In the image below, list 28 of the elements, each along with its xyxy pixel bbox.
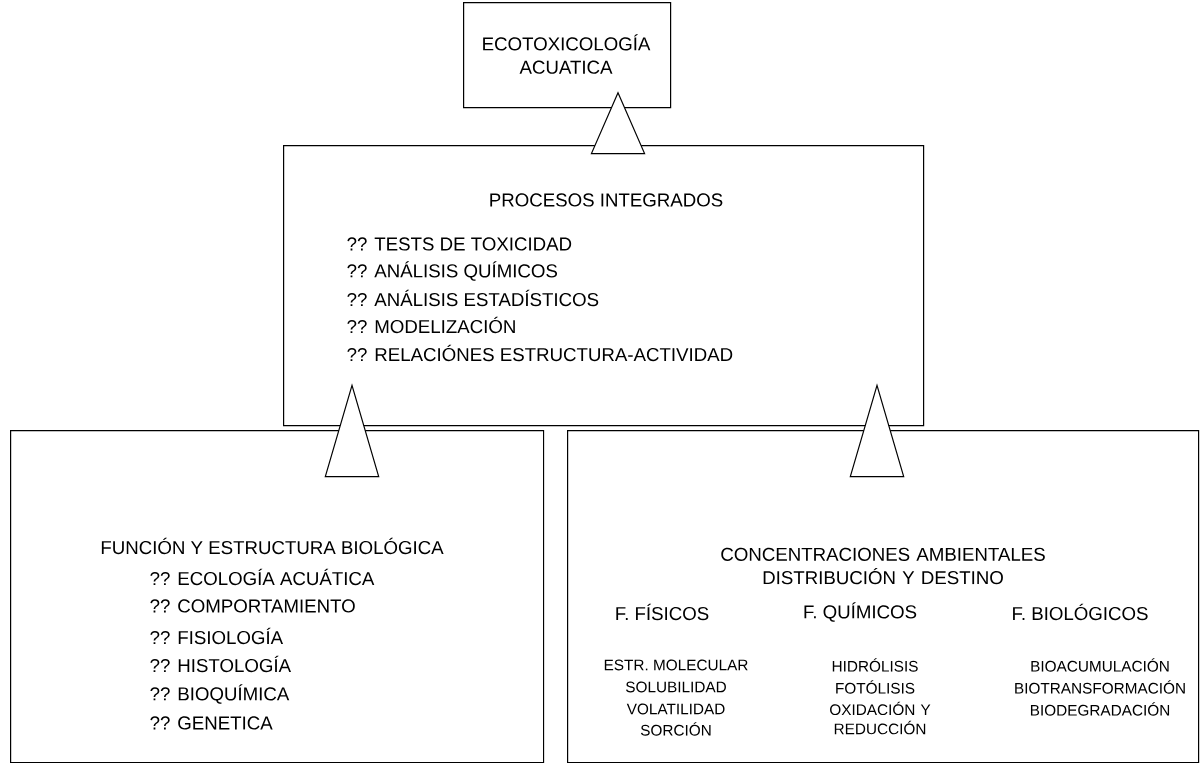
heading: CONCENTRACIONES AMBIENTALES DISTRIBUCIÓN Y DESTINO [721,547,1045,585]
list-item: ?? BIOQUÍMICA [150,684,290,704]
column-heading: F. BIOLÓGICOS [1013,603,1148,621]
heading: FUNCIÓN Y ESTRUCTURA BIOLÓGICA [101,537,444,555]
factor-item: SORCIÓN [640,722,711,736]
column-heading: F. FÍSICOS [616,603,709,621]
heading: PROCESOS INTEGRADOS [490,193,723,207]
factor-item: SOLUBILIDAD [626,681,726,693]
column-heading: F. QUÍMICOS [804,602,917,622]
factor-item: FOTÓLISIS [836,680,915,694]
box-title: ECOTOXICOLOGÍA ACUATICA [483,34,651,74]
list-item: ?? ECOLOGÍA ACUÁTICA [150,568,375,586]
factor-item: BIOTRANSFORMACIÓN [1015,680,1185,694]
list-item: ?? ANÁLISIS ESTADÍSTICOS [347,289,599,307]
list-item: ?? MODELIZACIÓN [347,316,515,334]
factor-item: BIODEGRADACIÓN [1030,702,1170,716]
list-item: ?? GENETICA [150,716,273,730]
list-item: ?? FISIOLOGÍA [150,627,284,645]
list-item: ?? HISTOLOGÍA [150,655,292,673]
factor-item: OXIDACIÓN Y REDUCCIÓN [830,701,931,735]
list-item: ?? RELACIÓNES ESTRUCTURA-ACTIVIDAD [347,344,733,362]
list-item: ?? COMPORTAMIENTO [150,599,355,613]
factor-item: VOLATILIDAD [626,703,725,715]
list-item: ?? TESTS DE TOXICIDAD [347,237,572,251]
factor-item: BIOACUMULACIÓN [1031,658,1169,672]
list-item: ?? ANÁLISIS QUÍMICOS [347,261,558,281]
factor-item: ESTR. MOLECULAR [604,659,748,671]
factor-item: HIDRÓLISIS [832,658,918,672]
